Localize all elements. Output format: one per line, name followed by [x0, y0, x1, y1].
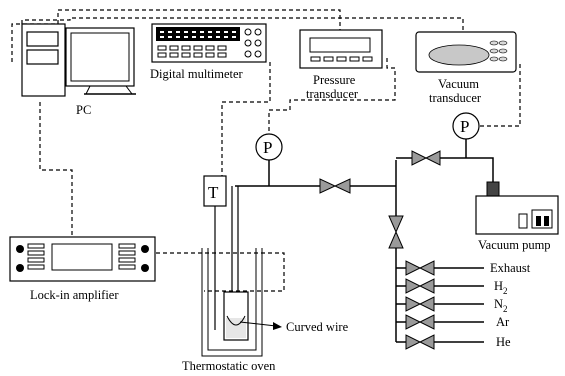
vacuum-transducer-display [428, 44, 490, 66]
multimeter-to-thermocouple-wire [221, 62, 271, 176]
valve-n2[interactable] [405, 296, 422, 312]
pc-screen [70, 32, 130, 82]
pressure-transducer [299, 29, 383, 69]
pressure-transducer-label-line2: transducer [306, 87, 359, 101]
oven-inner-wall [207, 248, 257, 351]
pc [21, 23, 136, 97]
pressure-transducer-to-gauge-wire [268, 58, 396, 133]
pressure-gauge-1-symbol: P [263, 138, 272, 157]
curved-wire-label: Curved wire [286, 320, 349, 334]
gas-label-h2: H2 [494, 279, 508, 296]
lockin-to-oven-wire [156, 252, 285, 292]
valve-main[interactable] [319, 178, 337, 194]
pc-to-pressure-transducer-wire [11, 9, 341, 62]
vacuum-pump-label: Vacuum pump [478, 238, 551, 252]
pipe-top-right [440, 157, 494, 182]
vacuum-transducer-label-line2: transducer [429, 91, 482, 105]
valve-he[interactable] [405, 334, 422, 350]
pc-to-lockin-wire [39, 102, 73, 236]
vacuum-pump-inlet [486, 181, 500, 197]
digital-multimeter-label: Digital multimeter [150, 67, 244, 81]
pressure-gauge-1 [255, 133, 283, 161]
digital-multimeter [151, 23, 267, 63]
signal-wires [11, 9, 521, 292]
pc-to-vacuum-transducer-wire [21, 17, 464, 32]
pc-label: PC [76, 103, 91, 117]
pc-drive-bottom [26, 49, 59, 65]
lockin-amplifier [9, 236, 156, 282]
vacuum-transducer [415, 31, 517, 73]
thermostatic-oven-label: Thermostatic oven [182, 359, 276, 373]
pc-drive-top [26, 31, 59, 47]
valve-h2[interactable] [405, 278, 422, 294]
pressure-transducer-label-line1: Pressure [313, 73, 356, 87]
gas-label-he: He [496, 335, 511, 349]
pressure-transducer-body [299, 29, 383, 69]
gas-label-ar: Ar [496, 315, 510, 329]
curved-wire-element [226, 315, 246, 326]
vacuum-pump [475, 181, 559, 235]
gas-label-n2: N2 [494, 297, 508, 314]
gas-piping [235, 139, 494, 343]
lockin-amplifier-label: Lock-in amplifier [30, 288, 119, 302]
thermocouple-symbol: T [208, 183, 219, 202]
valves [319, 150, 441, 350]
gas-label-exhaust: Exhaust [490, 261, 531, 275]
valve-vacuum[interactable] [411, 150, 428, 166]
pressure-gauge-2 [452, 112, 480, 140]
valve-ar[interactable] [405, 314, 422, 330]
vacuum-transducer-label-line1: Vacuum [438, 77, 479, 91]
vacuum-transducer-to-gauge-wire [480, 64, 521, 127]
pressure-gauge-2-symbol: P [460, 117, 469, 136]
oven-outer-wall [201, 248, 263, 357]
lockin-display [51, 243, 113, 271]
valve-manifold[interactable] [388, 215, 404, 234]
valve-exhaust[interactable] [405, 260, 422, 276]
pc-monitor-stand [85, 85, 133, 95]
pressure-transducer-display [309, 37, 371, 53]
multimeter-display [156, 27, 240, 41]
thermostatic-oven [201, 186, 263, 357]
